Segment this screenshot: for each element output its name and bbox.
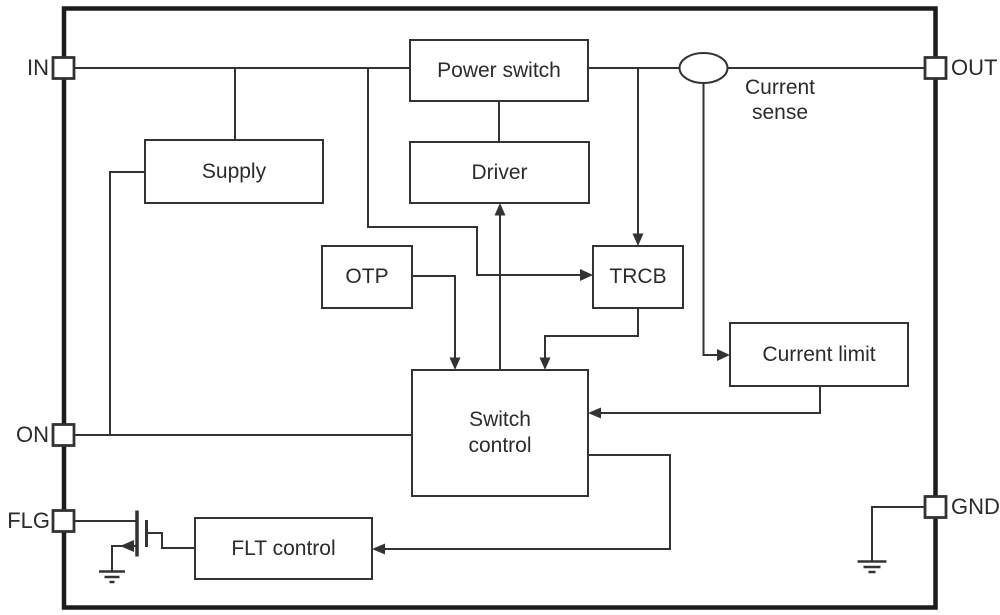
power-switch-block [409,39,589,102]
pin-on-label: ON [16,422,49,447]
wire-in-to-trcb [367,68,581,276]
switch-control-block [411,369,589,497]
function-blocks [144,39,909,580]
current-sense-ellipse-icon [678,52,729,84]
pin-flg-square [51,509,76,533]
pin-flg-label: FLG [7,508,50,533]
transistor-source-arrow [120,540,134,552]
supply-block [144,139,324,204]
current-limit-block [729,322,909,387]
ground-symbol-right-icon [857,560,887,574]
pin-on-square [51,423,76,447]
trcb-block [592,245,684,309]
flt-control-block [194,517,373,580]
wire-otp-to-switch-control [412,275,456,358]
wire-switch-control-to-flt [384,454,671,550]
otp-block [321,245,413,309]
wire-sense-to-current-limit [702,83,717,356]
pin-out-square [923,56,948,80]
wire-gnd-to-ground [871,506,926,561]
wire-trcb-to-switch-control [544,308,639,358]
pin-in-label: IN [27,55,49,80]
pin-gnd-label: GND [951,494,1000,519]
pin-in-square [51,56,76,80]
arrowhead-into-trcb-top [632,233,644,246]
pins [51,56,948,533]
arrowheads [372,203,730,555]
wire-supply-to-on-net [109,171,145,435]
pin-out-label: OUT [951,55,998,80]
wire-current-limit-to-switch-control [600,386,821,414]
arrowhead-into-switch-control-right [588,407,601,419]
arrowhead-into-current-limit [717,349,730,361]
arrowhead-into-flt-control [372,543,385,555]
arrowhead-into-driver [494,203,506,216]
pin-gnd-square [923,495,948,519]
wire-transistor-gate-to-flt [148,532,195,549]
chip-boundary [61,6,938,610]
arrowhead-otp-into-switch-control [449,357,461,370]
driver-block [409,141,590,204]
arrowhead-trcb-into-switch-control [539,357,551,370]
wires [74,67,926,571]
nmos-transistor-icon [120,510,148,557]
arrowhead-into-trcb-left [580,269,593,281]
ground-symbol-left-icon [99,570,125,584]
